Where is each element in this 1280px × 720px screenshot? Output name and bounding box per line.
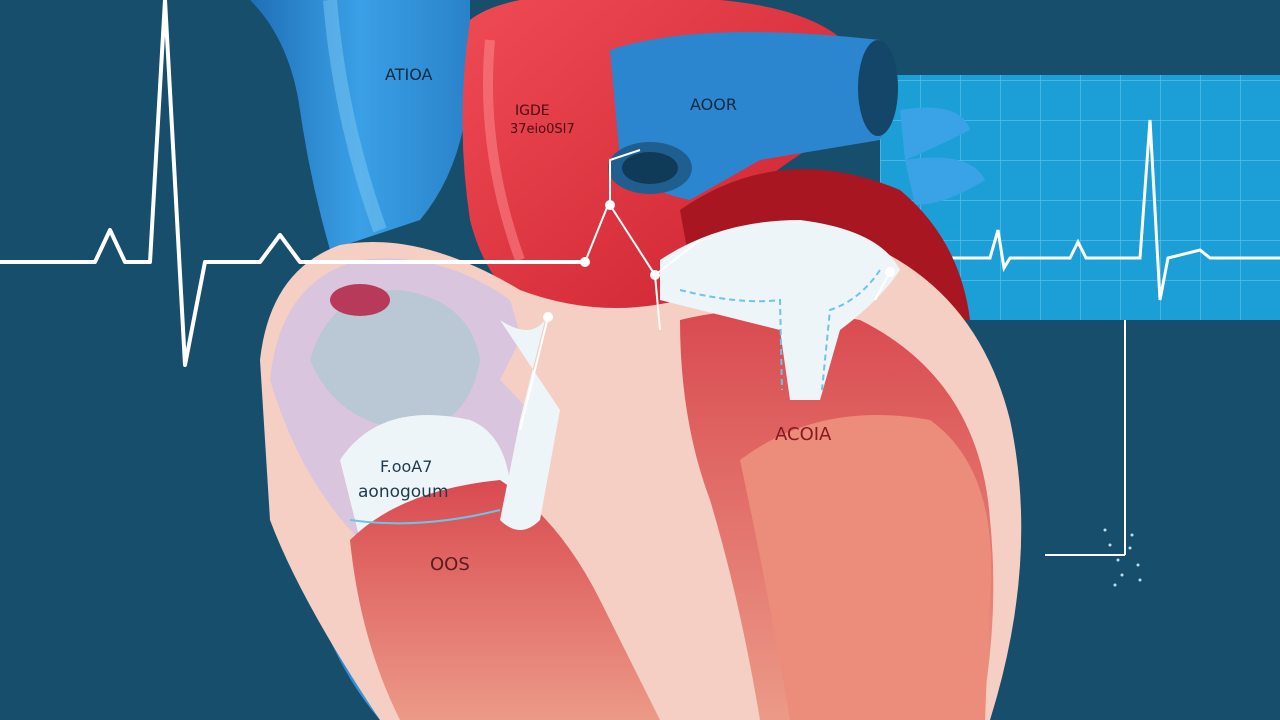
label-left-chamber-1: F.ooA7 — [380, 457, 432, 476]
label-right-vessel: AOOR — [690, 95, 737, 114]
marker-dot — [605, 200, 615, 210]
right-blue-vessel — [608, 32, 985, 205]
marker-dot — [650, 270, 660, 280]
marker-dot — [580, 257, 590, 267]
label-artery-tag-2: 37eio0SI7 — [510, 122, 575, 137]
marker-dot — [543, 312, 553, 322]
valve-region — [349, 220, 900, 530]
label-left-chamber-2: aonogoum — [358, 482, 449, 502]
superior-vessel — [250, 0, 470, 250]
marker-dot — [885, 267, 895, 277]
label-bottom-chamber: OOS — [430, 554, 470, 575]
ecg-waveform-icon — [880, 119, 1280, 301]
label-ventricle-right: ACOIA — [775, 424, 832, 445]
label-artery-tag-1: IGDE — [515, 103, 550, 119]
ecg-waveform-icon — [0, 0, 585, 367]
label-top-vessel: ATIOA — [385, 65, 433, 84]
heart-body — [260, 241, 1022, 720]
